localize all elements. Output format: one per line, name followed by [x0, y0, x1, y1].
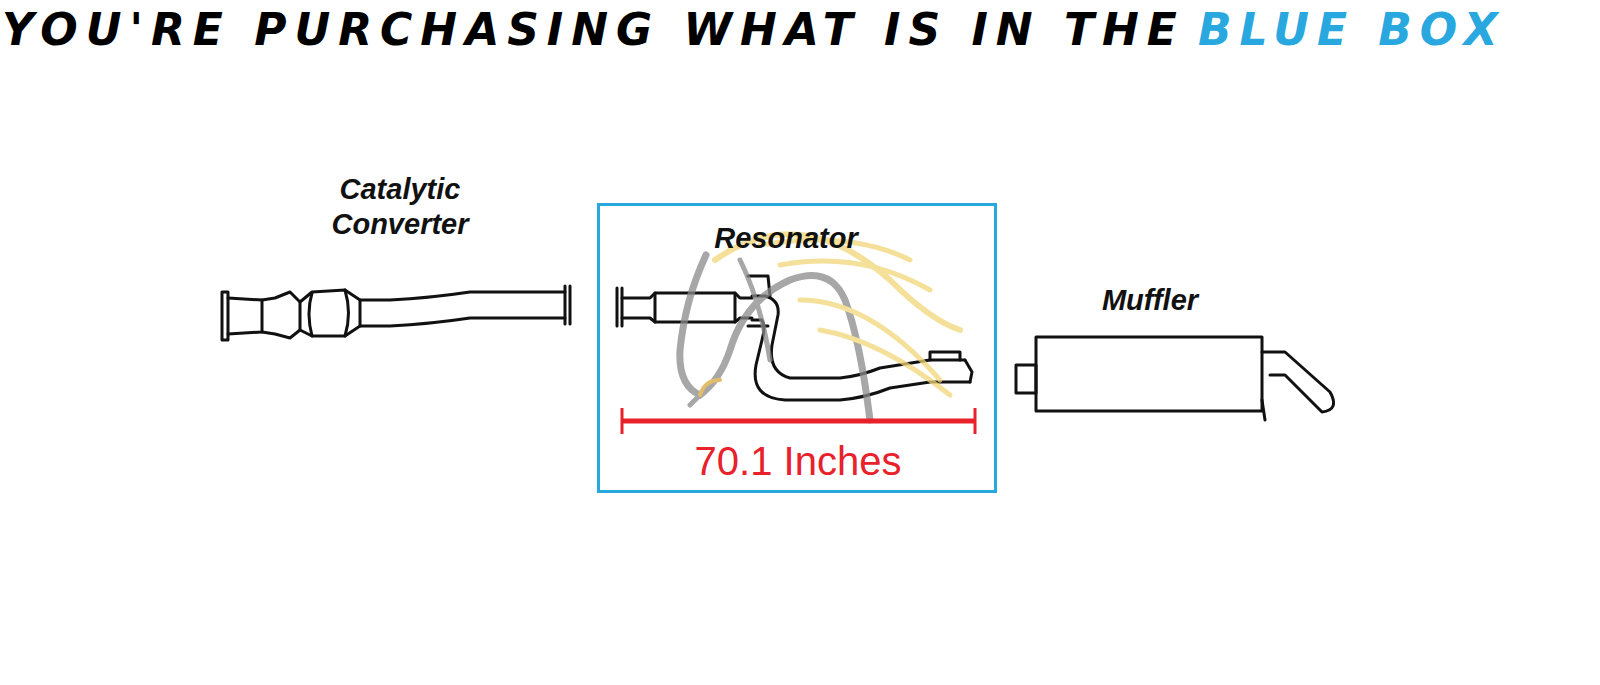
blue-box: Resonator 70.1 Inches — [597, 203, 997, 493]
title-bar: YOU'RE PURCHASING WHAT IS IN THE BLUE BOX — [2, 2, 1506, 58]
resonator-drawing — [617, 276, 972, 400]
muffler-drawing — [1016, 337, 1334, 420]
watermark-logo — [680, 234, 960, 420]
title: YOU'RE PURCHASING WHAT IS IN THE — [2, 4, 1185, 55]
dimension-line — [622, 408, 975, 434]
dimension-label: 70.1 Inches — [695, 438, 902, 484]
part-name: Muffler — [1050, 283, 1250, 318]
title-highlight: BLUE BOX — [1198, 4, 1506, 55]
catalytic-converter-drawing — [222, 286, 570, 340]
part-name: Resonator — [714, 222, 857, 255]
part-name: Catalytic Converter — [290, 172, 510, 242]
